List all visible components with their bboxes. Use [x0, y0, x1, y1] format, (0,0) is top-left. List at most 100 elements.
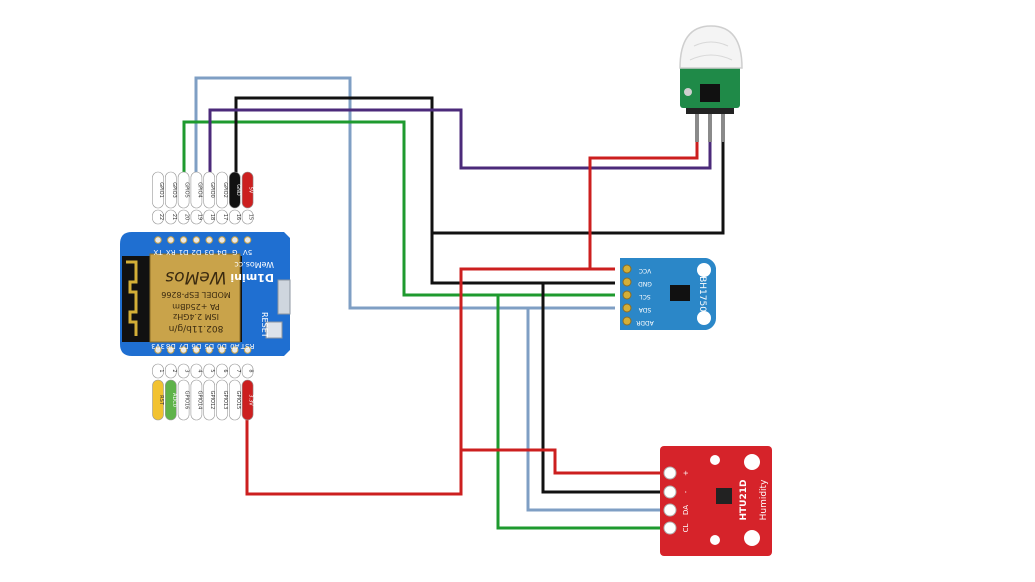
- bottom-gpio-label-0-text: RST: [158, 395, 164, 406]
- usb-port: [277, 279, 291, 315]
- top-num-text-3: 19: [196, 214, 202, 220]
- top-gpio-label-5: GPIO2: [216, 171, 228, 209]
- bottom-num-text-1: 2: [171, 369, 177, 372]
- htu-chip: [716, 488, 732, 504]
- htu-pin-label-3: CL: [682, 524, 690, 533]
- top-num-pill-4: [203, 209, 215, 225]
- top-gpio-label-7-text: 5V: [248, 187, 254, 194]
- bottom-gpio-label-0: RST: [152, 379, 164, 421]
- htu-pin-label-2: DA: [682, 505, 690, 515]
- bottom-hole-7: [243, 346, 252, 354]
- wire-blue-htu: [526, 308, 664, 512]
- pir-dome: [679, 25, 743, 69]
- top-gpio-label-1-text: GPIO3: [171, 182, 177, 197]
- top-num-text-5: 17: [222, 214, 228, 220]
- bottom-hole-2: [179, 346, 188, 354]
- reset-label: RESET: [260, 312, 269, 338]
- bottom-gpio-label-3: GPIO14: [190, 379, 203, 421]
- bottom-gpio-label-3-shape: [190, 379, 203, 421]
- htu21d-subtitle: Humidity: [759, 479, 769, 520]
- top-hole-5: [218, 236, 226, 244]
- htu-pin-3: [663, 521, 677, 535]
- bh1750-title: BH1750: [697, 276, 707, 312]
- bh-pin-label-0: VCC: [639, 267, 651, 274]
- top-gpio-label-7: 5V: [241, 171, 254, 209]
- antenna-trace: [126, 260, 138, 336]
- bottom-gpio-label-0-shape: [152, 379, 164, 421]
- top-gpio-label-2: GPIO5: [177, 171, 190, 209]
- bottom-gpio-label-3-text: GPIO14: [196, 391, 202, 410]
- bottom-gpio-label-7: 3.3V: [241, 379, 254, 421]
- top-gpio-label-0-shape: [152, 171, 164, 209]
- htu-pin-label-1: -: [682, 490, 690, 493]
- top-silk-7: 5V: [243, 248, 252, 256]
- top-gpio-label-0-text: GPIO1: [158, 182, 164, 197]
- top-num-pill-0: [152, 209, 164, 225]
- htu-hole-bottom: [744, 530, 760, 546]
- bottom-silk-0: 3V3: [151, 342, 165, 350]
- top-header-holes: [154, 236, 252, 244]
- wire-green-htu: [496, 295, 664, 530]
- bottom-num-pill-4: [203, 363, 215, 379]
- top-num-pill-1: [165, 209, 177, 225]
- pir-pot: [684, 88, 692, 96]
- bottom-gpio-label-6-text: GPIO15: [235, 391, 241, 410]
- bottom-num-pill-6: [229, 363, 241, 379]
- bottom-gpio-label-4-text: GPIO12: [209, 391, 215, 410]
- module-wifi-text: 802.11b/g/n: [169, 323, 224, 333]
- bottom-gpio-label-2: GPIO16: [177, 379, 190, 421]
- top-gpio-label-4: GPIO0: [203, 171, 215, 209]
- wire-red-pir: [588, 140, 699, 269]
- bh-pin-label-3: SDA: [638, 306, 651, 313]
- wire-blue-sda: [194, 76, 615, 310]
- bottom-num-text-2: 3: [184, 369, 190, 372]
- top-gpio-label-3: GPIO4: [190, 171, 202, 209]
- bottom-gpio-label-2-shape: [177, 379, 190, 421]
- bottom-silk-6: A0: [230, 342, 239, 350]
- bottom-gpio-label-2-text: GPIO16: [184, 391, 190, 410]
- top-gpio-label-5-shape: [216, 171, 228, 209]
- top-gpio-label-7-shape: [241, 171, 254, 209]
- top-num-pill-5: [216, 209, 228, 225]
- bh-pin-0: [622, 264, 632, 274]
- top-num-pill-7: [241, 209, 254, 225]
- wire-green-scl: [182, 120, 615, 297]
- bottom-hole-0: [154, 346, 162, 354]
- top-num-text-1: 21: [171, 214, 177, 220]
- bottom-gpio-label-5: GPIO13: [216, 379, 228, 421]
- top-num-pill-6: [229, 209, 241, 225]
- htu-pin-0: [663, 466, 677, 480]
- bottom-silk-7: RST: [240, 342, 254, 350]
- htu-pin-2: [663, 503, 677, 517]
- top-hole-2: [179, 236, 188, 244]
- bh1750-hole-bottom: [697, 311, 711, 325]
- pir-sensor: [679, 25, 743, 142]
- bottom-gpio-label-7-text: 3.3V: [248, 394, 254, 406]
- wires: [182, 76, 725, 530]
- top-silk-6: G: [232, 248, 237, 256]
- top-num-text-7: 15: [248, 214, 254, 220]
- module-pa-text: PA +25dBm: [172, 302, 220, 311]
- wire-black-htu: [541, 283, 664, 494]
- board-sub: WeMos.cc: [234, 260, 274, 269]
- top-gpio-label-4-shape: [203, 171, 215, 209]
- wire-black-pir: [432, 140, 725, 235]
- top-hole-7: [243, 236, 252, 244]
- top-gpio-label-2-text: GPIO5: [184, 182, 190, 197]
- bottom-gpio-label-4-shape: [203, 379, 215, 421]
- bottom-num-text-6: 7: [235, 369, 241, 372]
- bottom-gpio-label-7-shape: [241, 379, 254, 421]
- top-hole-0: [154, 236, 162, 244]
- bottom-gpio-label-6-shape: [229, 379, 241, 421]
- bottom-num-text-3: 4: [196, 369, 202, 372]
- bh-pin-2: [622, 290, 632, 300]
- bottom-num-pill-5: [216, 363, 228, 379]
- bottom-silk-5: D0: [217, 342, 227, 350]
- bottom-num-pill-1: [165, 363, 177, 379]
- top-silk-0: TX: [153, 248, 163, 256]
- top-num-pill-2: [177, 209, 190, 225]
- wire-red-3v3: [245, 267, 615, 496]
